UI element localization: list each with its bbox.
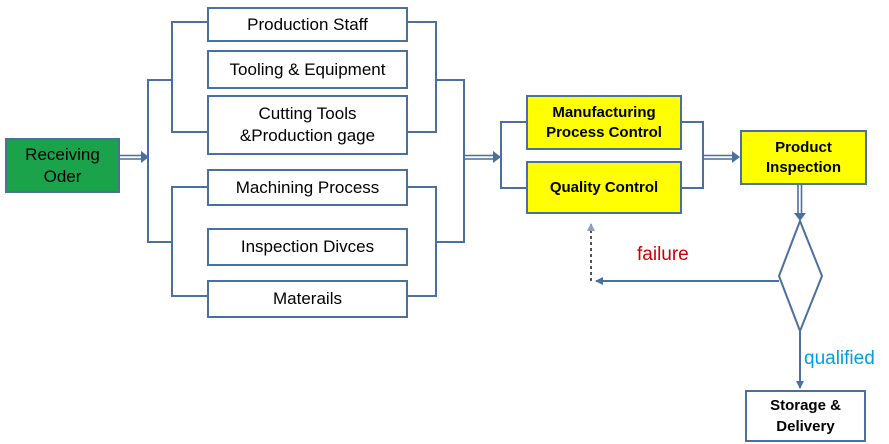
receiving-order-box: Receiving Oder (5, 138, 120, 193)
failure-label: failure (637, 244, 689, 265)
lower-group-right-bracket (408, 186, 437, 297)
storage-delivery-line1: Storage & (770, 397, 841, 414)
manufacturing-control-line2: Process Control (546, 123, 662, 141)
control-right-bracket (682, 121, 704, 189)
arrowhead-controls (732, 151, 740, 163)
qualified-label: qualified (804, 348, 875, 369)
storage-delivery-line2: Delivery (776, 418, 835, 435)
decision-diamond (777, 218, 824, 334)
cutting-tools-label-line2: &Production gage (239, 126, 376, 145)
receiving-order-line2: Oder (43, 166, 82, 186)
right-bracket-lower (436, 157, 465, 243)
quality-control-box: Quality Control (526, 161, 682, 214)
tooling-equipment-label: Tooling & Equipment (229, 59, 386, 79)
arrowhead-start (141, 151, 149, 163)
upper-group-bracket (171, 21, 207, 133)
manufacturing-process-control-box: Manufacturing Process Control (526, 95, 682, 150)
lower-group-bracket (171, 186, 207, 297)
materials-label: Materails (273, 289, 342, 308)
product-inspection-line2: Inspection (765, 158, 841, 176)
arrowhead-inspection (794, 213, 806, 221)
inspection-devices-label: Inspection Divces (240, 237, 375, 256)
machining-process-label: Machining Process (235, 177, 380, 197)
receiving-order-line1: Receiving (25, 144, 100, 164)
storage-delivery-box: Storage & Delivery (745, 390, 866, 442)
arrow-inspection-to-decision (797, 185, 803, 214)
upper-group-right-bracket (408, 21, 437, 133)
manufacturing-control-line1: Manufacturing (552, 103, 656, 121)
left-bracket-upper (147, 79, 172, 157)
right-bracket-upper (436, 79, 465, 157)
left-bracket-lower (147, 157, 172, 243)
arrow-resources-to-controls (464, 154, 494, 160)
arrowhead-resources (493, 151, 501, 163)
tooling-equipment-box: Tooling & Equipment (207, 50, 408, 89)
production-staff-box: Production Staff (207, 7, 408, 42)
cutting-tools-label-line1: Cutting Tools (258, 104, 357, 123)
product-inspection-line1: Product (775, 138, 832, 156)
production-staff-label: Production Staff (247, 14, 368, 34)
inspection-devices-box: Inspection Divces (207, 228, 408, 266)
cutting-tools-box: Cutting Tools &Production gage (207, 95, 408, 155)
machining-process-box: Machining Process (207, 169, 408, 206)
arrow-controls-to-inspection (703, 154, 733, 160)
quality-control-label: Quality Control (549, 178, 659, 196)
arrow-start-to-resources (119, 154, 142, 160)
materials-box: Materails (207, 280, 408, 318)
control-left-bracket (500, 121, 526, 189)
product-inspection-box: Product Inspection (740, 130, 867, 185)
